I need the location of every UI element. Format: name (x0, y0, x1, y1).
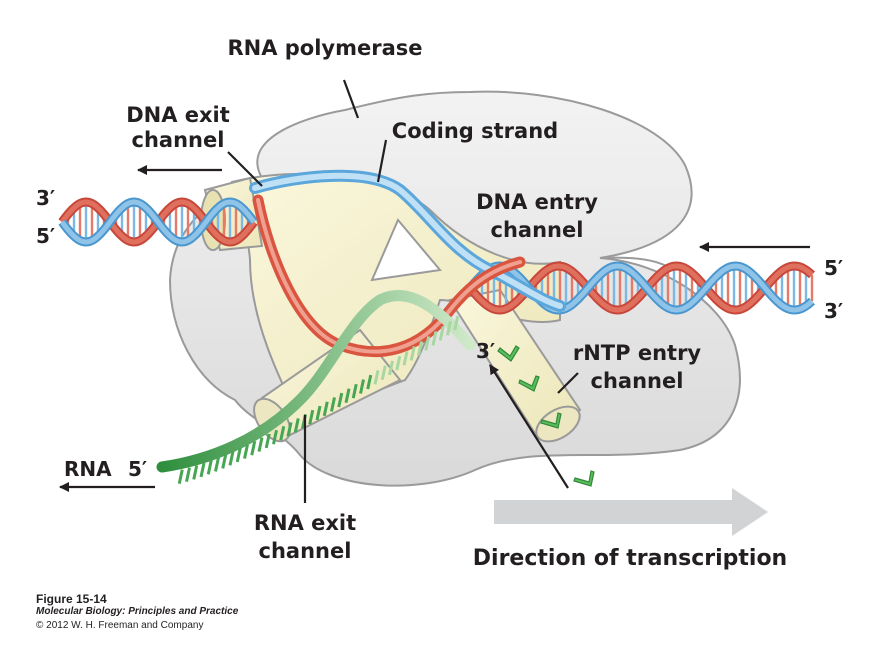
label-coding-strand: Coding strand (392, 119, 558, 143)
rna-base (308, 409, 315, 425)
transcription-direction-arrow (494, 488, 768, 536)
rna-base (192, 465, 199, 480)
rna-strand (156, 290, 476, 484)
rna-base (446, 321, 452, 336)
label-dna-exit-1: DNA exit (126, 103, 230, 127)
rna-base (243, 444, 249, 459)
label-dna-exit-2: channel (132, 128, 225, 152)
rna-base (351, 383, 358, 399)
rna-base (424, 336, 431, 351)
rna-base (395, 355, 402, 371)
label-left-5prime: 5′ (36, 224, 55, 248)
copyright: © 2012 W. H. Freeman and Company (36, 620, 204, 631)
rntp-2 (518, 375, 540, 392)
rna-base (366, 374, 373, 390)
rntp-molecules (497, 345, 595, 487)
label-left-3prime: 3′ (36, 186, 55, 210)
label-right-5prime: 5′ (824, 256, 843, 280)
book-title: Molecular Biology: Principles and Practi… (36, 606, 239, 617)
rntp-4 (573, 470, 595, 487)
rna-base (228, 450, 235, 466)
label-rntp-entry-1: rNTP entry (573, 341, 702, 365)
rntp-3 (540, 412, 562, 429)
rna-base (373, 370, 380, 385)
rna-base (330, 397, 336, 412)
leader-lines (227, 79, 579, 503)
backbone (60, 199, 256, 245)
rna-base (264, 433, 271, 449)
rna-base (257, 437, 264, 452)
figure-number: Figure 15-14 (36, 592, 107, 606)
rna-base (279, 425, 286, 441)
label-rna-exit-2: channel (259, 539, 352, 563)
rna-base (293, 418, 300, 433)
rna-base (438, 326, 445, 341)
rna-base (199, 462, 206, 478)
rna-base (250, 440, 257, 456)
label-rna: RNA (64, 457, 112, 481)
label-right-3prime: 3′ (824, 299, 843, 323)
label-rna-polymerase: RNA polymerase (227, 36, 422, 60)
rna-base (315, 405, 322, 421)
rna-base (344, 388, 351, 403)
rna-base (185, 467, 191, 483)
label-rna-5prime: 5′ (128, 457, 147, 481)
rna-base (417, 341, 423, 356)
rna-base (221, 454, 228, 469)
rna-base (453, 315, 460, 331)
rna-base (431, 331, 438, 346)
label-rna-3prime: 3′ (476, 339, 495, 363)
rna-base (206, 459, 213, 475)
rna-base (388, 360, 394, 376)
rna-base (286, 422, 293, 437)
label-direction: Direction of transcription (473, 546, 787, 571)
rna-base (214, 457, 220, 472)
label-dna-entry-1: DNA entry (476, 190, 598, 214)
label-rna-exit-1: RNA exit (254, 511, 356, 535)
rntp-entry-arrow (489, 364, 569, 489)
rna-base (337, 392, 344, 408)
arrows (59, 165, 810, 492)
label-dna-entry-2: channel (491, 218, 584, 242)
rna-bases (177, 315, 460, 484)
label-rntp-entry-2: channel (591, 369, 684, 393)
rna-base (402, 350, 409, 366)
dna-helix-upstream (58, 197, 258, 247)
rna-base (272, 429, 278, 445)
rntp-1 (497, 345, 520, 362)
rna-base (235, 447, 242, 463)
rna-base (359, 379, 365, 394)
rna-base (177, 469, 184, 484)
rna-base (409, 346, 416, 361)
rna-base (322, 401, 329, 417)
rna-base (380, 365, 387, 380)
